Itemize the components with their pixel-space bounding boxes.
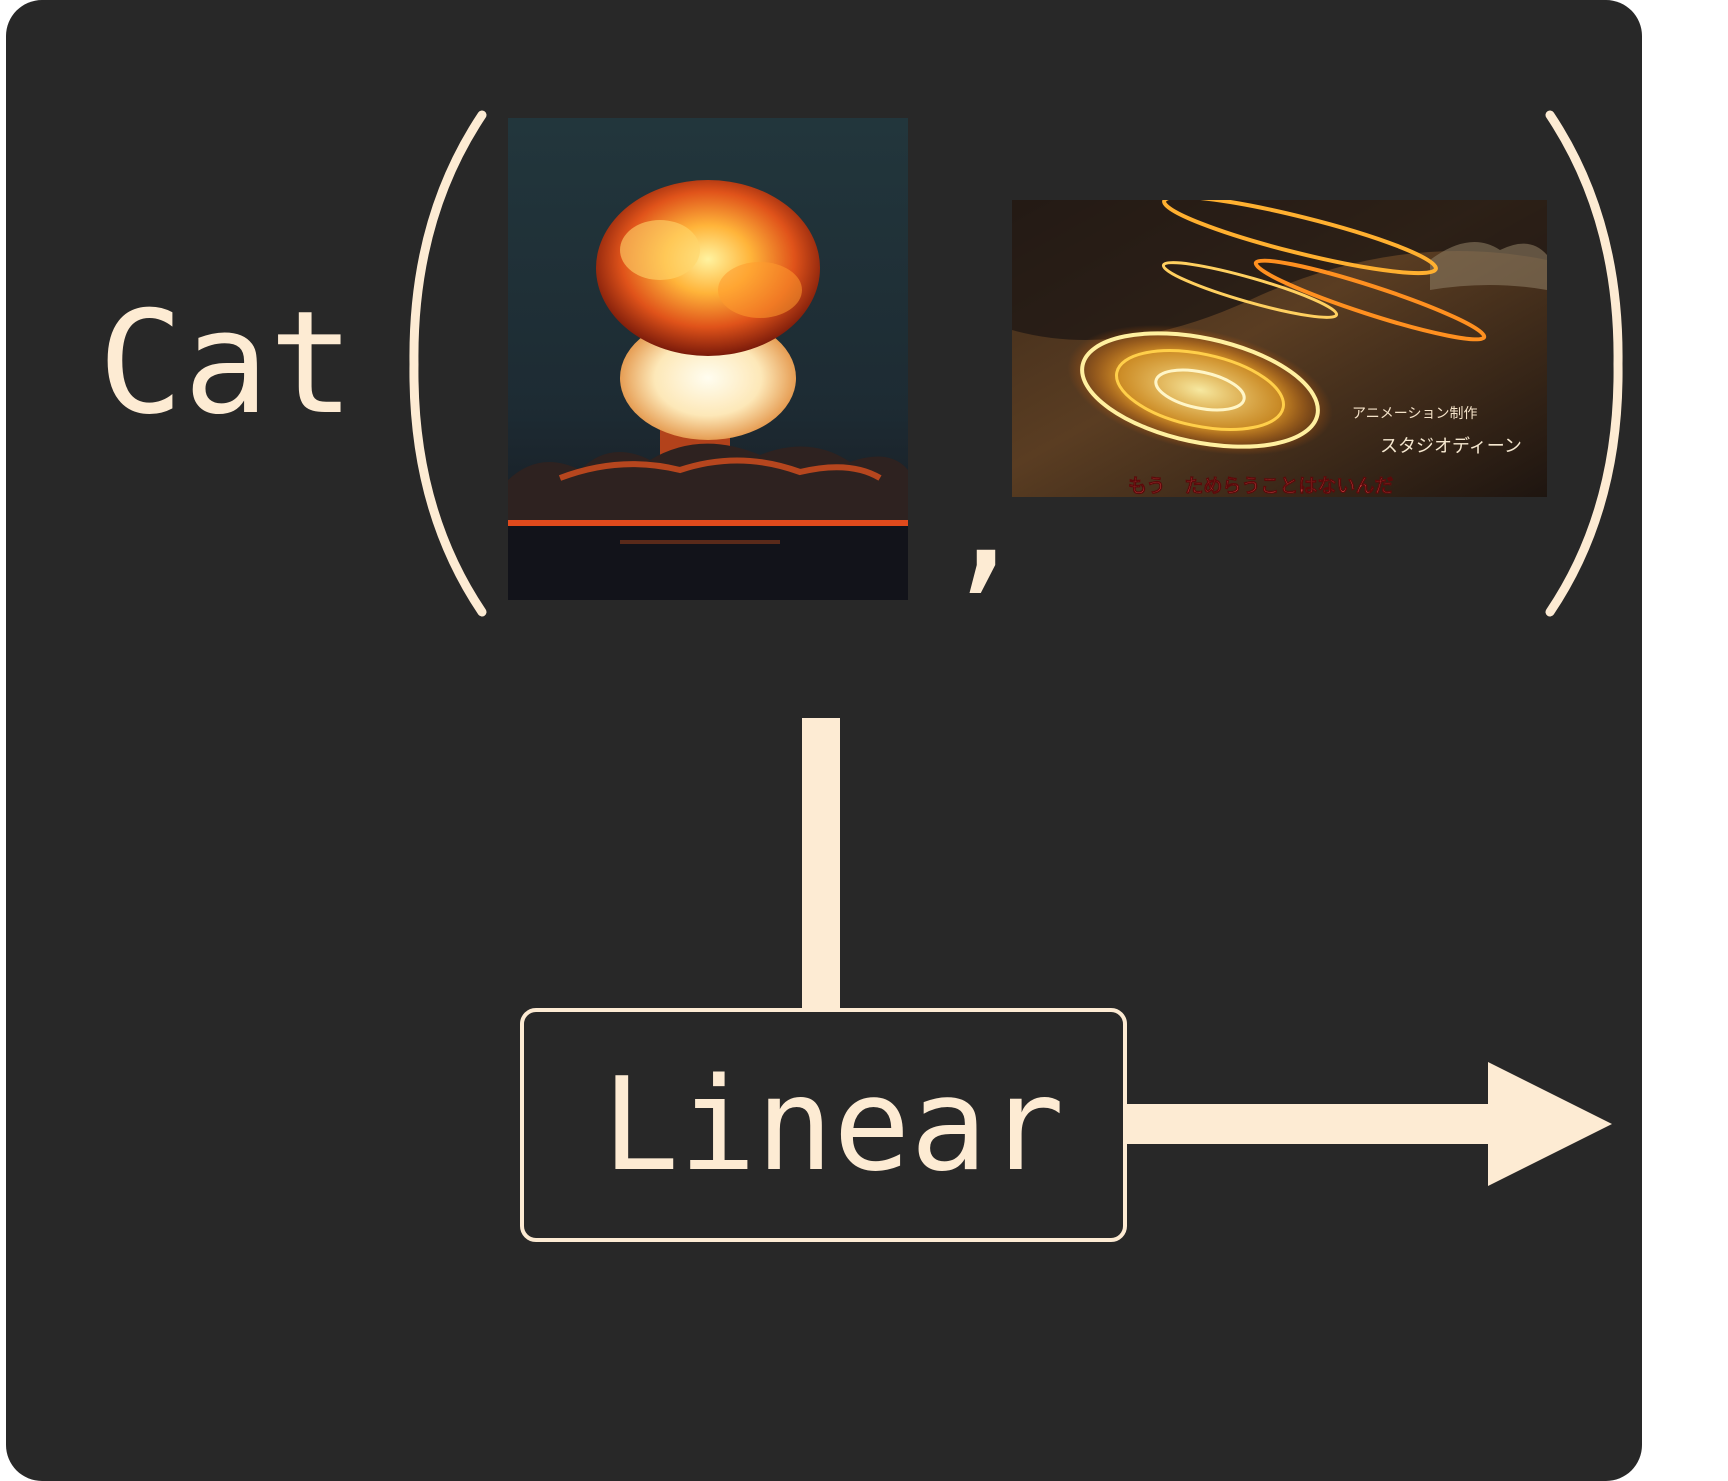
anime-screenshot-image: アニメーション制作 スタジオディーン もう ためらうことはないんだ — [1012, 200, 1547, 497]
anime-caption-studio-name: スタジオディーン — [1380, 436, 1522, 457]
output-arrow-shaft — [1125, 1104, 1492, 1144]
function-name: Cat — [98, 281, 354, 446]
linear-layer-label: Linear — [602, 1051, 1064, 1200]
anime-caption-dialogue: もう ためらうことはないんだ — [1128, 475, 1393, 497]
right-parenthesis — [1545, 110, 1623, 617]
vertical-connector — [802, 718, 840, 1010]
output-arrow-head — [1488, 1062, 1612, 1186]
explosion-image — [508, 118, 908, 600]
anime-caption-studio-credit: アニメーション制作 — [1352, 406, 1477, 422]
left-parenthesis — [409, 110, 487, 617]
